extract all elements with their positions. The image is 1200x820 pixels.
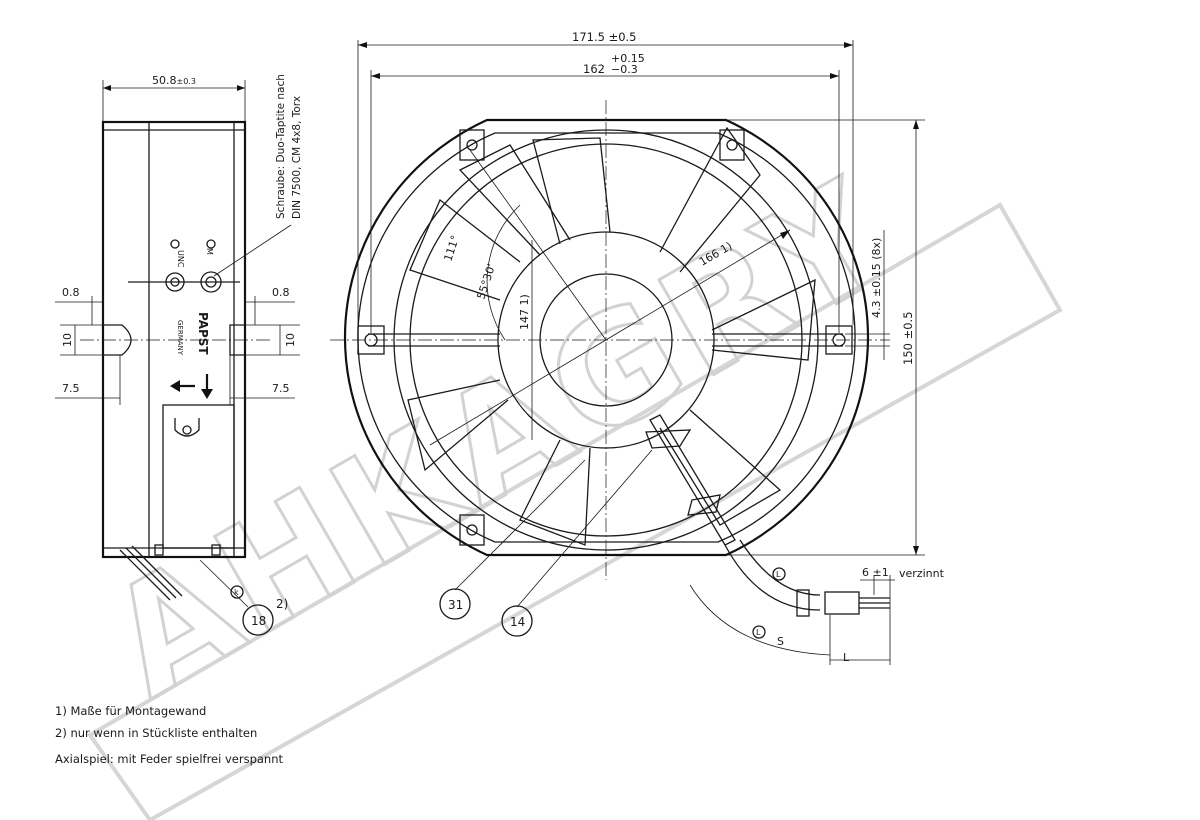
callout-14: 14 — [510, 615, 525, 629]
dim-width-mount-tol-plus: +0.15 — [611, 52, 645, 65]
dim-width-mount: 162 — [583, 62, 605, 76]
front-view: 171.5 ±0.5 162 +0.15 −0.3 150 ±0.5 4.3 ±… — [330, 30, 945, 665]
label-l: L — [843, 651, 850, 664]
dim-right-top: 0.8 — [272, 286, 290, 299]
symbol-l-2: L — [756, 628, 761, 637]
notes: 1) Maße für Montagewand 2) nur wenn in S… — [55, 700, 283, 770]
dim-right-height: 10 — [284, 333, 297, 347]
screw-note-2: DIN 7500, CM 4x8, Torx — [291, 96, 303, 219]
dim-height-outer: 150 ±0.5 — [901, 311, 915, 365]
watermark-text: AHKAGRY — [81, 146, 921, 731]
note-2: 2) nur wenn in Stückliste enthalten — [55, 726, 258, 740]
screw-note-1: Schraube: Duo-Taptite nach — [275, 74, 287, 219]
note-1: 1) Maße für Montagewand — [55, 704, 207, 718]
country-text: GERMANY — [176, 320, 184, 356]
label-s: S — [777, 635, 784, 648]
dim-left-top: 0.8 — [62, 286, 80, 299]
dim-depth: 50.8±0.3 — [152, 74, 196, 87]
angle-55: 55°30' — [474, 262, 498, 301]
angle-111: 111° — [441, 234, 462, 263]
brand-text: PAPST — [196, 312, 210, 355]
label-m: M — [205, 248, 214, 255]
label-unc: UNC — [176, 250, 185, 268]
dim-width-mount-tol-minus: −0.3 — [611, 63, 638, 76]
dim-147: 147 1) — [518, 294, 531, 330]
callout-18: 18 — [251, 614, 266, 628]
dim-left-bottom: 7.5 — [62, 382, 80, 395]
note-3: Axialspiel: mit Feder spielfrei verspann… — [55, 752, 284, 766]
symbol-l-1: L — [776, 570, 781, 579]
callout-18-ref: 2) — [276, 597, 288, 611]
dim-hole: 4.3 ±0.15 (8x) — [870, 238, 883, 318]
dim-lead: 6 ±1 — [862, 566, 889, 579]
lead-note: verzinnt — [899, 567, 945, 580]
dim-right-bottom: 7.5 — [272, 382, 290, 395]
airflow-arrow-icon — [170, 374, 213, 399]
dim-left-height: 10 — [61, 333, 74, 347]
dim-width-outer: 171.5 ±0.5 — [572, 30, 637, 44]
callout-k: k — [234, 588, 239, 597]
side-view: UNC M PAPST GERMANY 50.8±0.3 Schraube: D… — [55, 74, 303, 636]
fan-blades — [407, 126, 816, 546]
callout-31: 31 — [448, 598, 463, 612]
